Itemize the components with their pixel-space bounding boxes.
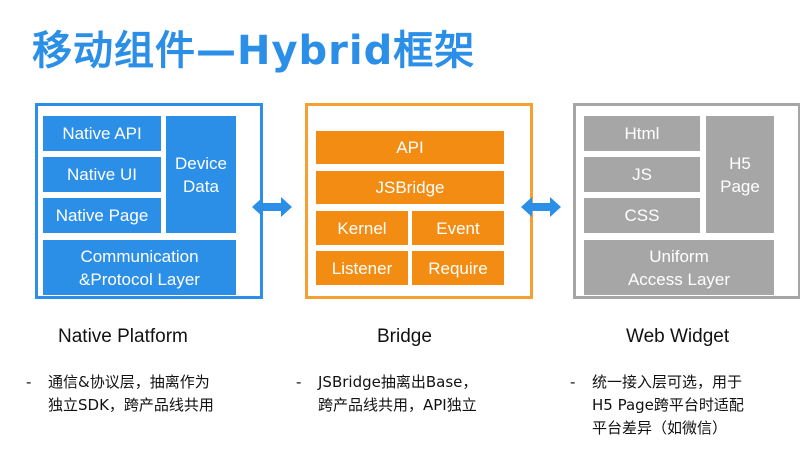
api-block: API: [316, 131, 504, 164]
native-ui-block: Native UI: [43, 157, 161, 192]
web-note: - 统一接入层可选，用于 H5 Page跨平台时适配 平台差异（如微信）: [570, 371, 744, 440]
h5-page-block: H5 Page: [706, 116, 774, 233]
jsbridge-block: JSBridge: [316, 171, 504, 204]
css-block: CSS: [584, 198, 700, 233]
note-line: 统一接入层可选，用于: [592, 373, 743, 391]
native-platform-label: Native Platform: [58, 326, 188, 347]
native-note: - 通信&协议层，抽离作为 独立SDK，跨产品线共用: [26, 371, 214, 417]
kernel-block: Kernel: [316, 211, 408, 245]
bullet-dash: -: [570, 373, 576, 391]
device-data-block: Device Data: [166, 116, 236, 233]
html-block: Html: [584, 116, 700, 151]
native-platform-panel: Native API Native UI Native Page Device …: [35, 103, 263, 299]
web-widget-label: Web Widget: [626, 326, 730, 347]
note-line: JSBridge抽离出Base，: [318, 373, 478, 391]
page-title: 移动组件—Hybrid框架: [32, 28, 476, 74]
bridge-label: Bridge: [377, 326, 432, 347]
bridge-note: - JSBridge抽离出Base， 跨产品线共用，API独立: [296, 371, 478, 417]
native-api-block: Native API: [43, 116, 161, 151]
bridge-panel: API JSBridge Kernel Event Listener Requi…: [305, 103, 533, 299]
double-arrow-icon: [521, 197, 561, 217]
uniform-access-layer-block: Uniform Access Layer: [584, 240, 774, 295]
native-page-block: Native Page: [43, 198, 161, 233]
js-block: JS: [584, 157, 700, 192]
web-widget-panel: Html JS CSS H5 Page Uniform Access Layer: [573, 103, 800, 299]
bullet-dash: -: [26, 373, 32, 391]
require-block: Require: [412, 251, 504, 285]
note-line: 通信&协议层，抽离作为: [48, 373, 210, 391]
bullet-dash: -: [296, 373, 302, 391]
listener-block: Listener: [316, 251, 408, 285]
event-block: Event: [412, 211, 504, 245]
note-line: 跨产品线共用，API独立: [318, 396, 477, 414]
double-arrow-icon: [252, 197, 292, 217]
communication-protocol-layer-block: Communication &Protocol Layer: [43, 240, 236, 295]
note-line: 独立SDK，跨产品线共用: [48, 396, 214, 414]
note-line: H5 Page跨平台时适配: [592, 396, 744, 414]
note-line: 平台差异（如微信）: [592, 419, 728, 437]
